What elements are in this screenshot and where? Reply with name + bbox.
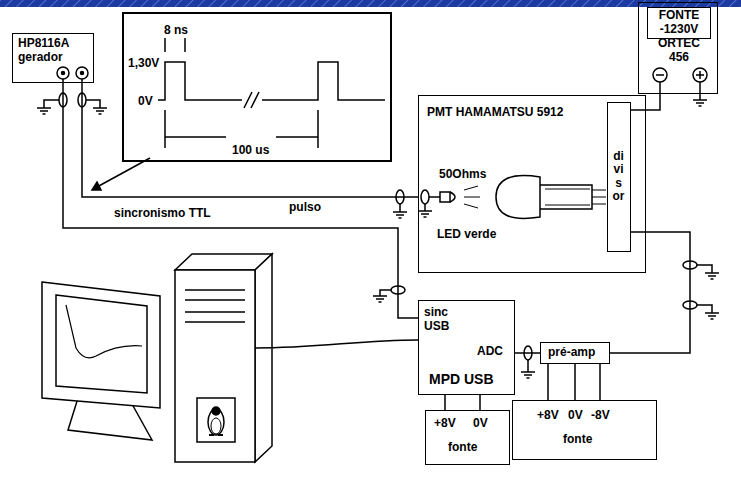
wire — [445, 395, 480, 410]
wire-label: sincronismo TTL — [112, 207, 213, 221]
node-label: 0V — [138, 95, 153, 109]
wire — [610, 232, 690, 353]
preamp-box: pré-amp — [540, 342, 610, 364]
node-label: +8V — [537, 409, 559, 423]
node-label: fonte — [448, 441, 477, 455]
node-label: 0V — [473, 417, 488, 431]
top-banner — [0, 0, 741, 7]
node-label: pré-amp — [548, 346, 595, 360]
pulse-waveform — [158, 38, 385, 148]
wire — [82, 83, 418, 197]
pmt-housing: PMT HAMAMATSU 5912 50OhmsLED verde divisor — [418, 95, 646, 273]
pointer-arrow — [92, 158, 150, 190]
mpd-usb-box: sinc USB ADC MPD USB — [418, 300, 515, 395]
led-and-pmt-tube — [429, 176, 606, 219]
node-label: HP8116A gerador — [18, 37, 80, 65]
node-label: ORTEC 456 — [653, 37, 705, 65]
node-label: 0V — [568, 409, 583, 423]
node-label: -8V — [591, 409, 610, 423]
node-label: +8V — [434, 417, 456, 431]
node-label: sinc USB — [424, 306, 460, 334]
power-supply-box: +8V 0V fonte — [425, 410, 510, 465]
waveform-inset: 8 ns 1,30V 0V 100 us — [122, 12, 392, 162]
divider-box: divisor — [607, 102, 631, 252]
node-label: 8 ns — [164, 24, 188, 38]
wire — [63, 83, 418, 318]
power-supply-box: +8V 0V -8V fonte — [512, 400, 657, 460]
computer — [42, 254, 418, 462]
power-terminals — [653, 68, 707, 106]
node-label: 100 us — [232, 144, 269, 158]
wire-label: pulso — [287, 201, 323, 215]
bnc-connectors — [57, 67, 88, 83]
node-label: ADC — [477, 345, 503, 359]
node-label: divisor — [613, 150, 625, 203]
node-label: PMT HAMAMATSU 5912 — [427, 106, 563, 120]
wire — [515, 352, 540, 354]
power-supply-box: FONTE -1230VORTEC 456 — [638, 2, 718, 94]
node-label: FONTE -1230V — [647, 7, 711, 39]
node-label: MPD USB — [429, 371, 494, 387]
node-label: fonte — [563, 433, 592, 447]
node-label: LED verde — [437, 228, 496, 242]
wire — [548, 364, 600, 400]
generator-box: HP8116A gerador — [12, 33, 94, 83]
node-label: 50Ohms — [439, 168, 486, 182]
node-label: 1,30V — [128, 57, 159, 71]
